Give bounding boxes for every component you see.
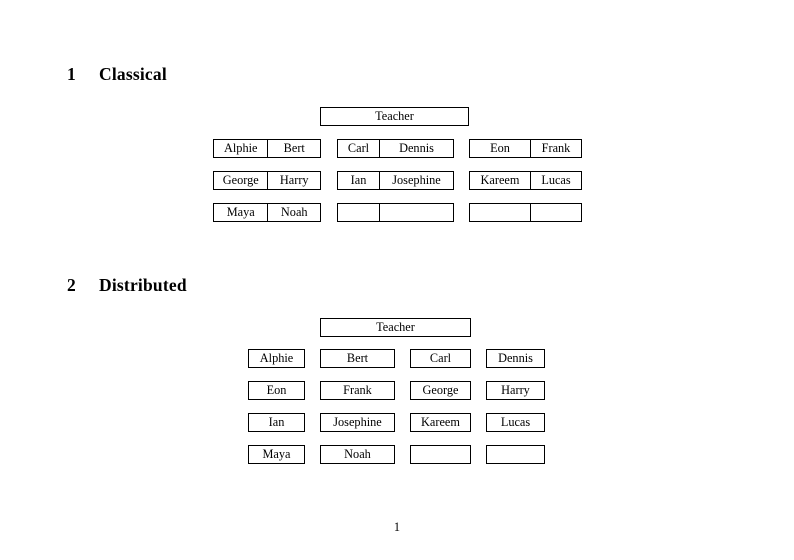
student-box: Lucas (486, 413, 545, 432)
student-group-2-row-3 (337, 203, 454, 222)
student-cell: Frank (530, 140, 581, 157)
student-cell: Alphie (224, 141, 258, 155)
student-cell: Ian (350, 173, 367, 187)
student-box (410, 445, 471, 464)
student-box: George (410, 381, 471, 400)
student-box: Noah (320, 445, 395, 464)
student-group-1-row-1: Alphie Bert (213, 139, 321, 158)
student-group-2-row-1: Carl Dennis (337, 139, 454, 158)
section-title: Classical (99, 64, 167, 84)
student-box: Maya (248, 445, 305, 464)
student-box: Frank (320, 381, 395, 400)
student-cell (470, 204, 530, 221)
student-cell: Josephine (379, 172, 453, 189)
student-box: Dennis (486, 349, 545, 368)
student-box: Ian (248, 413, 305, 432)
student-cell (338, 204, 379, 221)
student-cell: Dennis (379, 140, 453, 157)
student-group-2-row-2: Ian Josephine (337, 171, 454, 190)
student-cell: Maya (226, 205, 255, 219)
student-box: Bert (320, 349, 395, 368)
student-cell: Bert (267, 140, 320, 157)
student-cell (379, 204, 453, 221)
teacher-box-classical: Teacher (320, 107, 469, 126)
student-cell: Harry (267, 172, 320, 189)
section-title: Distributed (99, 275, 187, 295)
student-box: Alphie (248, 349, 305, 368)
student-cell: Noah (267, 204, 320, 221)
student-cell: Kareem (480, 173, 520, 187)
student-group-1-row-3: Maya Noah (213, 203, 321, 222)
section-number: 1 (67, 64, 76, 84)
page-number: 1 (393, 520, 401, 534)
student-group-3-row-3 (469, 203, 582, 222)
student-group-3-row-1: Eon Frank (469, 139, 582, 158)
student-cell: Eon (490, 141, 510, 155)
section-number: 2 (67, 275, 76, 295)
student-box: Eon (248, 381, 305, 400)
section-heading-distributed: 2 Distributed (67, 275, 187, 296)
student-box: Kareem (410, 413, 471, 432)
student-cell: Lucas (530, 172, 581, 189)
student-group-3-row-2: Kareem Lucas (469, 171, 582, 190)
teacher-box-distributed: Teacher (320, 318, 471, 337)
section-heading-classical: 1 Classical (67, 64, 167, 85)
student-cell (530, 204, 581, 221)
student-box: Josephine (320, 413, 395, 432)
student-box (486, 445, 545, 464)
student-group-1-row-2: George Harry (213, 171, 321, 190)
student-box: Carl (410, 349, 471, 368)
student-box: Harry (486, 381, 545, 400)
student-cell: Carl (347, 141, 370, 155)
student-cell: George (222, 173, 259, 187)
